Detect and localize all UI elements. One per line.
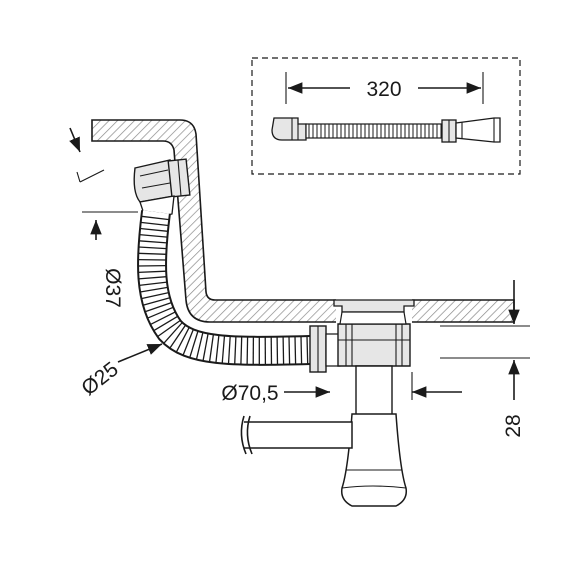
hose-ribs bbox=[137, 215, 309, 365]
hose-rib bbox=[147, 306, 174, 319]
hose-rib bbox=[138, 252, 167, 255]
hose-rib bbox=[138, 240, 167, 244]
hose-rib bbox=[227, 335, 231, 365]
dimension-d25: Ø25 bbox=[77, 343, 163, 401]
dimension-320-label: 320 bbox=[366, 78, 401, 101]
hose-rib bbox=[140, 221, 169, 227]
hose-rib bbox=[195, 332, 204, 360]
dimension-320: 320 bbox=[285, 72, 484, 104]
hose-rib bbox=[182, 329, 195, 356]
inset-panel: 320 bbox=[251, 57, 521, 175]
hose-rib bbox=[175, 327, 190, 353]
wall-thickness-arrow bbox=[69, 127, 105, 183]
hose-rib bbox=[139, 281, 168, 287]
inset-dashed-frame bbox=[251, 57, 521, 175]
dimension-28-label: 28 bbox=[502, 414, 525, 437]
dimension-28: 28 bbox=[440, 280, 530, 438]
hose-rib bbox=[138, 276, 167, 280]
hose-rib bbox=[153, 315, 179, 332]
dimension-d37-label: Ø37 bbox=[101, 268, 124, 308]
corrugated-hose bbox=[137, 210, 311, 366]
hose-rib bbox=[234, 336, 237, 365]
hose-rib bbox=[169, 324, 187, 349]
hose-rib bbox=[294, 336, 297, 365]
hose-rib bbox=[215, 335, 220, 363]
waste-trap bbox=[340, 413, 408, 507]
dimension-d37: Ø37 bbox=[82, 211, 138, 308]
hose-rib bbox=[139, 286, 168, 293]
hose-rib bbox=[139, 227, 168, 232]
waste-plug-flange bbox=[333, 299, 415, 313]
dimension-d25-label: Ø25 bbox=[77, 358, 122, 401]
hose-rib bbox=[139, 233, 168, 238]
hose-rib bbox=[163, 322, 183, 344]
hose-rib bbox=[240, 336, 243, 365]
hose-rib bbox=[144, 301, 172, 313]
hose-rib bbox=[282, 336, 285, 365]
dimension-d70-5-label: Ø70,5 bbox=[221, 382, 278, 405]
hose-rib bbox=[157, 319, 181, 338]
outlet-pipe bbox=[244, 421, 353, 449]
hose-rib bbox=[246, 336, 249, 365]
dimension-d70-5: Ø70,5 bbox=[221, 372, 462, 405]
hose-rib bbox=[138, 246, 167, 250]
inset-hose-assembly bbox=[271, 117, 501, 143]
waste-assembly bbox=[240, 299, 415, 507]
hose-rib bbox=[189, 330, 199, 358]
hose-rib bbox=[202, 333, 209, 362]
hose-rib bbox=[208, 334, 215, 363]
hose-rib bbox=[141, 291, 169, 300]
hose-rib bbox=[306, 336, 309, 365]
inset-hose-ribs bbox=[308, 124, 442, 138]
hose-rib bbox=[141, 215, 170, 221]
hose-rib bbox=[300, 336, 303, 365]
hose-rib bbox=[138, 270, 167, 274]
hose-rib bbox=[150, 311, 176, 326]
hose-rib bbox=[288, 336, 291, 365]
hose-rib bbox=[142, 297, 171, 306]
waste-body bbox=[337, 323, 411, 367]
hose-rib bbox=[221, 335, 226, 364]
